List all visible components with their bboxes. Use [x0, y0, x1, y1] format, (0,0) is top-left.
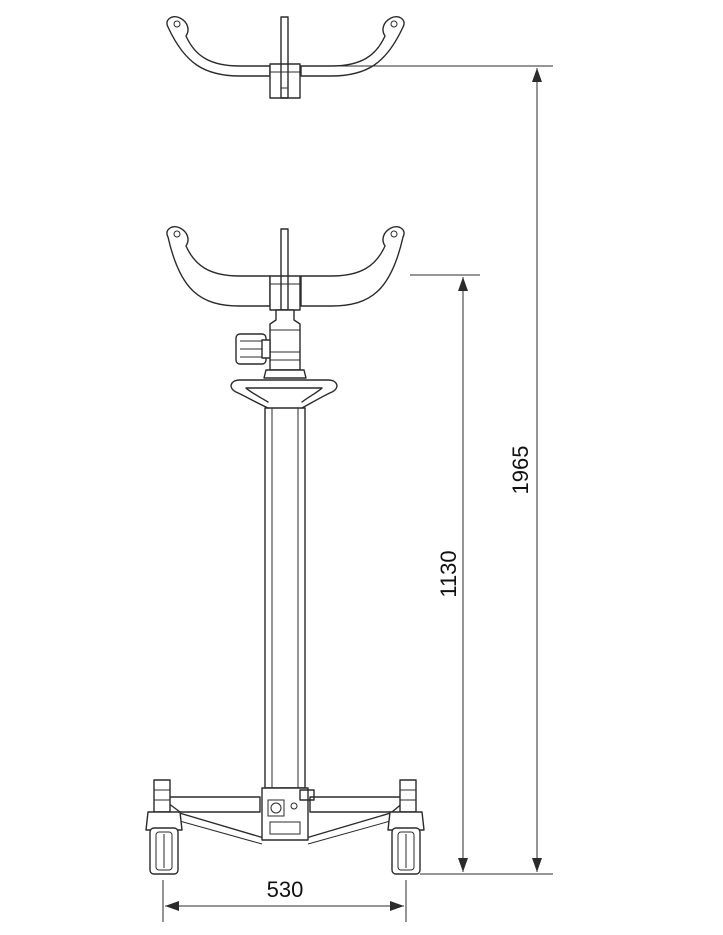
dimension-label-base-width: 530 [267, 877, 304, 902]
dimension-column-height: 1130 [410, 274, 480, 872]
dimension-label-total-height: 1965 [508, 446, 533, 495]
base-frame [159, 787, 411, 845]
caster-left [145, 779, 183, 875]
saddle-raised [166, 16, 405, 99]
pump-head [263, 309, 307, 379]
dimension-base-width: 530 [162, 877, 407, 922]
dimension-label-column-height: 1130 [436, 550, 461, 597]
dimension-total-height: 1965 [300, 65, 553, 875]
release-knob [235, 333, 271, 365]
saddle-lowered [166, 226, 405, 311]
caster-right [387, 779, 425, 875]
column [264, 407, 306, 789]
pump-pedal [230, 379, 338, 409]
